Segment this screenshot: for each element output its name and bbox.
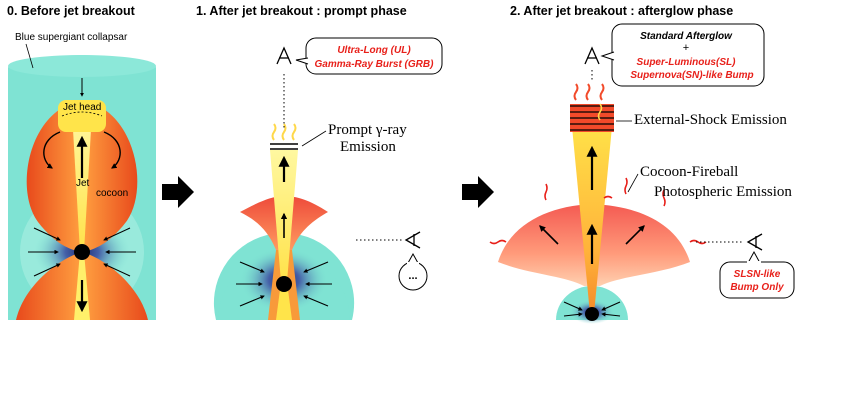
prompt-emission-line1: Prompt γ-ray (328, 122, 407, 138)
collapsar-top (8, 55, 156, 77)
observer-eye-offaxis-2 (746, 233, 763, 251)
panel-prompt-phase: 1. After jet breakout : prompt phase (196, 4, 443, 320)
black-hole-2 (585, 307, 599, 321)
ulgrb-line2: Gamma-Ray Burst (GRB) (315, 59, 435, 70)
silence-bubble-tail (407, 252, 419, 264)
jet-head-front (61, 111, 103, 117)
silence-ellipsis: ... (408, 270, 417, 282)
cocoon-flow-right (103, 131, 121, 169)
observer-eye-offaxis-1 (404, 231, 421, 249)
ulgrb-bubble (305, 37, 443, 75)
infall-arrows-1 (236, 261, 332, 307)
infall-arrows (28, 227, 136, 277)
slsn-line2: Bump Only (730, 282, 784, 293)
slsn-line1: SLSN-like (734, 269, 781, 280)
afterglow-wiggles (573, 83, 605, 101)
cocoon-fireball-line2: Photospheric Emission (654, 184, 792, 200)
jet-head-label: Jet head (63, 102, 101, 113)
gamma-wiggles (271, 123, 297, 141)
panel-before-breakout: 0. Before jet breakout Blue supergiant c… (7, 4, 156, 320)
photospheric-wiggles (489, 177, 707, 245)
afterglow-wiggle-inner (597, 103, 603, 121)
prompt-pointer (301, 130, 327, 147)
jet-2 (570, 106, 614, 314)
collapsar-pointer (25, 43, 34, 69)
afterglow-line2: Super-Luminous(SL) (637, 57, 737, 68)
afterglow-plus: + (683, 42, 689, 54)
panel-1-title: 1. After jet breakout : prompt phase (196, 4, 407, 18)
ulgrb-line1: Ultra-Long (UL) (337, 45, 411, 56)
cocoon-fireball-pointer (627, 173, 639, 193)
cocoon-label: cocoon (96, 188, 128, 199)
jet-1-lower (276, 282, 292, 320)
panel-0-title: 0. Before jet breakout (7, 4, 136, 18)
collapsar-label: Blue supergiant collapsar (15, 32, 128, 43)
fireball-arrow-left (539, 225, 559, 245)
cocoon-fireball-line1: Cocoon-Fireball (640, 164, 738, 180)
afterglow-bubble-tail (600, 51, 615, 61)
observer-eye-onaxis-2 (584, 46, 600, 65)
black-hole-1 (276, 276, 292, 292)
panel-2-title: 2. After jet breakout : afterglow phase (510, 4, 733, 18)
cocoon-flow-left (43, 131, 61, 169)
observer-eye-onaxis-1 (276, 46, 292, 65)
slsn-bubble-tail-mask (747, 261, 761, 264)
silence-bubble-tail-mask (407, 262, 419, 265)
afterglow-line1: Standard Afterglow (640, 31, 733, 42)
prompt-emission-line2: Emission (340, 139, 396, 155)
infall-arrows-2 (563, 301, 621, 317)
transition-arrow-1 (162, 176, 194, 208)
slsn-bubble-tail (747, 250, 761, 264)
black-hole (74, 244, 90, 260)
transition-arrow-2 (462, 176, 494, 208)
jet-head (58, 100, 106, 132)
afterglow-line3: Supernova(SN)-like Bump (630, 70, 753, 81)
fireball-arrow-right (625, 225, 645, 245)
external-shock-label: External-Shock Emission (634, 112, 787, 128)
ulgrb-bubble-tail (295, 57, 309, 65)
shock-lines-2 (570, 105, 614, 131)
shock-lines-1 (270, 143, 298, 150)
jet-label: Jet (76, 178, 90, 189)
jet-upper (72, 112, 92, 252)
panel-afterglow-phase: 2. After jet breakout : afterglow phase (489, 4, 795, 324)
